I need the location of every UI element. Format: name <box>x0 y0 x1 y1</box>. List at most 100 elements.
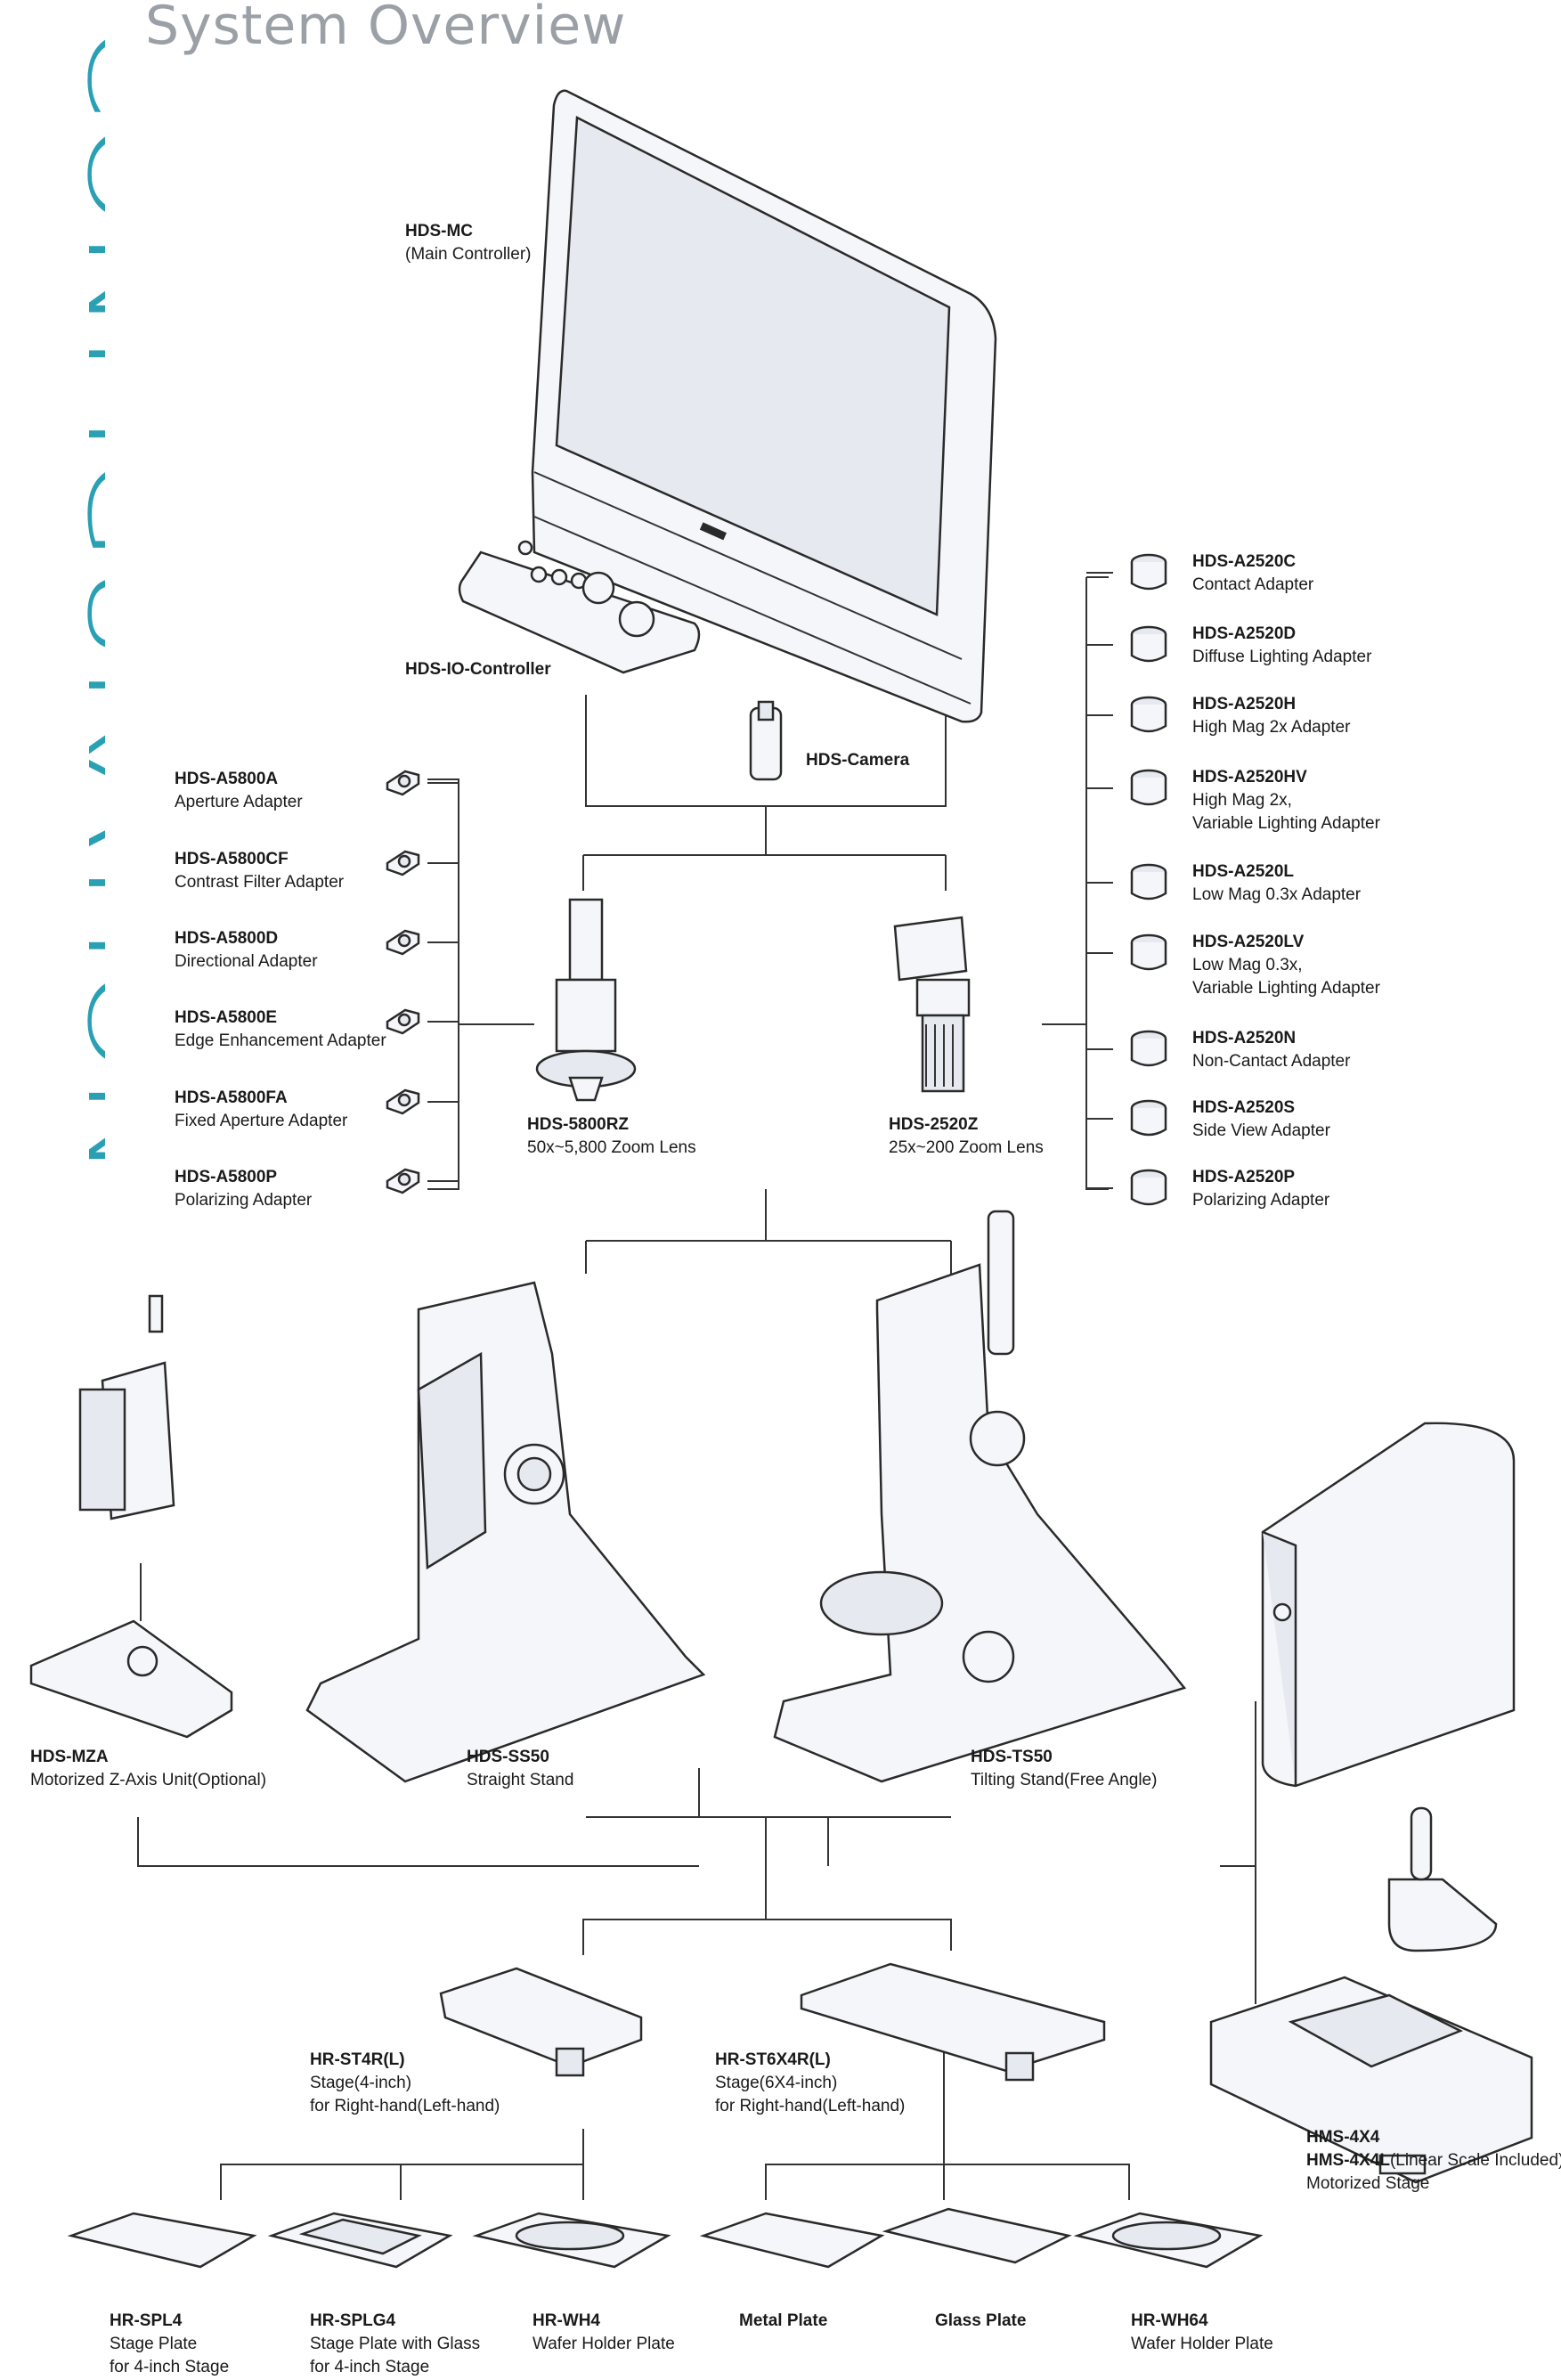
hms-code2-note: (Linear Scale Included) <box>1389 2151 1561 2170</box>
adapter-desc: High Mag 2x, <box>1192 791 1292 810</box>
plate-code: HR-WH4 <box>533 2311 600 2330</box>
ss50-desc: Straight Stand <box>467 1771 574 1789</box>
zoom-lens-2520-illustration <box>893 916 971 1093</box>
monitor-illustration <box>531 89 997 723</box>
plate-code: Glass Plate <box>935 2311 1027 2330</box>
mza-desc: Motorized Z-Axis Unit(Optional) <box>30 1771 267 1789</box>
adapter-code: HDS-A5800D <box>175 929 279 948</box>
adapter-5800-item: HDS-A5800CF Contrast Filter Adapter <box>175 848 344 894</box>
adapter-code: HDS-A2520LV <box>1192 933 1305 951</box>
adapter-code: HDS-A5800A <box>175 770 279 788</box>
adapter-5800-icon <box>386 929 420 956</box>
zoom-2520-code: HDS-2520Z <box>889 1115 979 1134</box>
ts50-desc: Tilting Stand(Free Angle) <box>971 1771 1158 1789</box>
adapter-code: HDS-A2520C <box>1192 552 1297 571</box>
adapter-2520-item: HDS-A2520P Polarizing Adapter <box>1192 1166 1329 1212</box>
adapter-desc: Low Mag 0.3x Adapter <box>1192 885 1362 904</box>
adapter-5800-item: HDS-A5800A Aperture Adapter <box>175 768 303 814</box>
zoom-5800-desc: 50x~5,800 Zoom Lens <box>527 1138 696 1157</box>
label-camera: HDS-Camera <box>806 749 909 772</box>
stage-controller-box-illustration <box>1261 1422 1516 1788</box>
adapter-2520-icon <box>1130 553 1167 591</box>
label-st6x4r: HR-ST6X4R(L) Stage(6X4-inch) for Right-h… <box>715 2049 905 2118</box>
adapter-code: HDS-A5800FA <box>175 1088 288 1107</box>
adapter-code: HDS-A5800E <box>175 1008 278 1027</box>
hms-desc: Motorized Stage <box>1306 2174 1430 2193</box>
adapter-desc2: Variable Lighting Adapter <box>1192 979 1380 998</box>
adapter-2520-icon <box>1130 1030 1167 1067</box>
camera-illustration <box>749 700 783 781</box>
plate-desc: Stage Plate with Glass <box>310 2335 481 2353</box>
st4r-code: HR-ST4R(L) <box>310 2050 405 2069</box>
zoom-2520-desc: 25x~200 Zoom Lens <box>889 1138 1044 1157</box>
camera-code: HDS-Camera <box>806 751 910 770</box>
plate-item: Metal Plate <box>739 2310 827 2333</box>
main-controller-code: HDS-MC <box>405 222 473 240</box>
adapter-code: HDS-A5800CF <box>175 850 289 868</box>
adapter-desc: Polarizing Adapter <box>175 1191 313 1210</box>
adapter-desc: Edge Enhancement Adapter <box>175 1031 386 1050</box>
plate-code: HR-SPLG4 <box>310 2311 396 2330</box>
adapter-desc: Aperture Adapter <box>175 793 303 811</box>
io-controller-illustration <box>458 540 701 674</box>
adapter-desc: Polarizing Adapter <box>1192 1191 1330 1210</box>
hms-code1: HMS-4X4 <box>1306 2128 1380 2147</box>
zoom-5800-code: HDS-5800RZ <box>527 1115 630 1134</box>
adapter-2520-item: HDS-A2520L Low Mag 0.3x Adapter <box>1192 860 1361 907</box>
adapter-desc: Fixed Aperture Adapter <box>175 1112 348 1130</box>
adapters-5800-icons <box>386 770 459 1194</box>
plate-desc2: for 4-inch Stage <box>310 2358 430 2376</box>
adapter-code: HDS-A2520L <box>1192 862 1295 881</box>
plate-code: HR-WH64 <box>1131 2311 1208 2330</box>
label-io-controller: HDS-IO-Controller <box>405 658 551 681</box>
page-title: System Overview <box>145 0 627 57</box>
adapter-5800-icon <box>386 1088 420 1115</box>
stage-4inch-illustration <box>439 1967 643 2077</box>
adapter-2520-icon <box>1130 1099 1167 1137</box>
plate-desc: Wafer Holder Plate <box>533 2335 675 2353</box>
adapter-desc: High Mag 2x Adapter <box>1192 718 1351 737</box>
label-ts50: HDS-TS50 Tilting Stand(Free Angle) <box>971 1746 1157 1792</box>
adapter-5800-icon <box>386 850 420 876</box>
adapter-2520-icon <box>1130 933 1167 971</box>
adapter-desc: Non-Cantact Adapter <box>1192 1052 1351 1071</box>
adapter-5800-icon <box>386 1168 420 1194</box>
label-hms: HMS-4X4 HMS-4X4L(Linear Scale Included) … <box>1306 2126 1561 2196</box>
plates-illustrations <box>67 2207 1264 2269</box>
stage-6x4inch-illustration <box>800 1962 1106 2082</box>
connector-lines <box>137 576 1256 2200</box>
plate-desc2: for 4-inch Stage <box>110 2358 230 2376</box>
adapter-5800-icon <box>386 1008 420 1035</box>
st4r-desc2: for Right-hand(Left-hand) <box>310 2097 500 2115</box>
adapter-code: HDS-A2520D <box>1192 624 1297 643</box>
joystick-illustration <box>1387 1806 1498 1952</box>
adapter-code: HDS-A2520P <box>1192 1168 1296 1186</box>
plate-code: Metal Plate <box>739 2311 828 2330</box>
ts50-code: HDS-TS50 <box>971 1748 1053 1766</box>
zoom-lens-5800-illustration <box>535 898 637 1102</box>
adapter-5800-icon <box>386 770 420 796</box>
main-controller-desc: (Main Controller) <box>405 245 532 264</box>
adapter-desc: Contrast Filter Adapter <box>175 873 345 892</box>
adapter-2520-icon <box>1130 1169 1167 1206</box>
st4r-desc1: Stage(4-inch) <box>310 2074 412 2092</box>
adapter-2520-icon <box>1130 769 1167 806</box>
label-zoom-5800: HDS-5800RZ 50x~5,800 Zoom Lens <box>527 1113 696 1160</box>
plate-item: Glass Plate <box>935 2310 1026 2333</box>
adapter-2520-icon <box>1130 625 1167 663</box>
label-main-controller: HDS-MC (Main Controller) <box>405 220 531 266</box>
svg-text:CONFIGURATION: CONFIGURATION <box>64 22 105 1180</box>
plate-code: HR-SPL4 <box>110 2311 183 2330</box>
adapter-desc: Diffuse Lighting Adapter <box>1192 648 1372 666</box>
label-st4r: HR-ST4R(L) Stage(4-inch) for Right-hand(… <box>310 2049 500 2118</box>
